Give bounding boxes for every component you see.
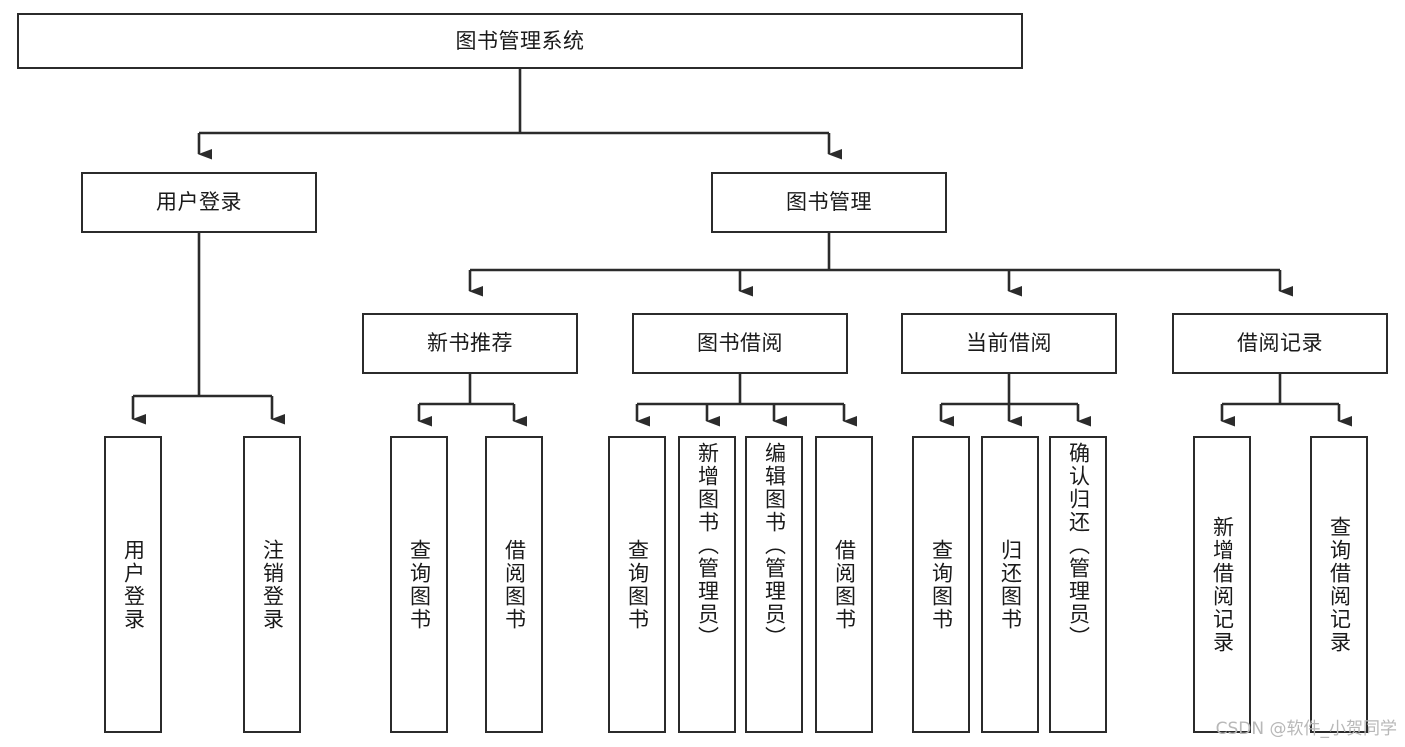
leaf-current-return-book[interactable]: 归还图书 [981,436,1039,733]
node-user-login-label: 用户登录 [156,190,242,215]
watermark-text: CSDN @软件_小贺同学 [1215,719,1397,739]
node-current-borrow[interactable]: 当前借阅 [901,313,1117,374]
leaf-current-confirm-return-label: 确认归还（管理员） [1066,442,1091,649]
leaf-borrow-add-book-label: 新增图书（管理员） [695,442,720,649]
leaf-user-login-login-label: 用户登录 [121,538,146,631]
leaf-records-query-record-label: 查询借阅记录 [1327,515,1352,654]
node-book-borrow[interactable]: 图书借阅 [632,313,848,374]
leaf-current-return-book-label: 归还图书 [998,538,1023,631]
leaf-borrow-edit-book[interactable]: 编辑图书（管理员） [745,436,803,733]
leaf-new-book-borrow-label: 借阅图书 [502,538,527,631]
leaf-current-query-book-label: 查询图书 [929,538,954,631]
node-new-book-recommend[interactable]: 新书推荐 [362,313,578,374]
leaf-borrow-borrow-book-label: 借阅图书 [832,538,857,631]
node-new-book-recommend-label: 新书推荐 [427,331,513,356]
leaf-records-add-record[interactable]: 新增借阅记录 [1193,436,1251,733]
leaf-borrow-add-book[interactable]: 新增图书（管理员） [678,436,736,733]
leaf-borrow-edit-book-label: 编辑图书（管理员） [762,442,787,649]
leaf-current-confirm-return[interactable]: 确认归还（管理员） [1049,436,1107,733]
leaf-records-query-record[interactable]: 查询借阅记录 [1310,436,1368,733]
leaf-borrow-query-book[interactable]: 查询图书 [608,436,666,733]
node-root[interactable]: 图书管理系统 [17,13,1023,69]
leaf-user-login-login[interactable]: 用户登录 [104,436,162,733]
leaf-records-add-record-label: 新增借阅记录 [1210,515,1235,654]
node-borrow-records[interactable]: 借阅记录 [1172,313,1388,374]
leaf-user-login-logout[interactable]: 注销登录 [243,436,301,733]
leaf-current-query-book[interactable]: 查询图书 [912,436,970,733]
node-book-management-label: 图书管理 [786,190,872,215]
node-book-borrow-label: 图书借阅 [697,331,783,356]
node-current-borrow-label: 当前借阅 [966,331,1052,356]
leaf-borrow-query-book-label: 查询图书 [625,538,650,631]
leaf-new-book-query-label: 查询图书 [407,538,432,631]
leaf-user-login-logout-label: 注销登录 [260,538,285,631]
leaf-borrow-borrow-book[interactable]: 借阅图书 [815,436,873,733]
leaf-new-book-borrow[interactable]: 借阅图书 [485,436,543,733]
leaf-new-book-query[interactable]: 查询图书 [390,436,448,733]
node-book-management[interactable]: 图书管理 [711,172,947,233]
node-borrow-records-label: 借阅记录 [1237,331,1323,356]
node-user-login[interactable]: 用户登录 [81,172,317,233]
node-root-label: 图书管理系统 [455,28,585,53]
